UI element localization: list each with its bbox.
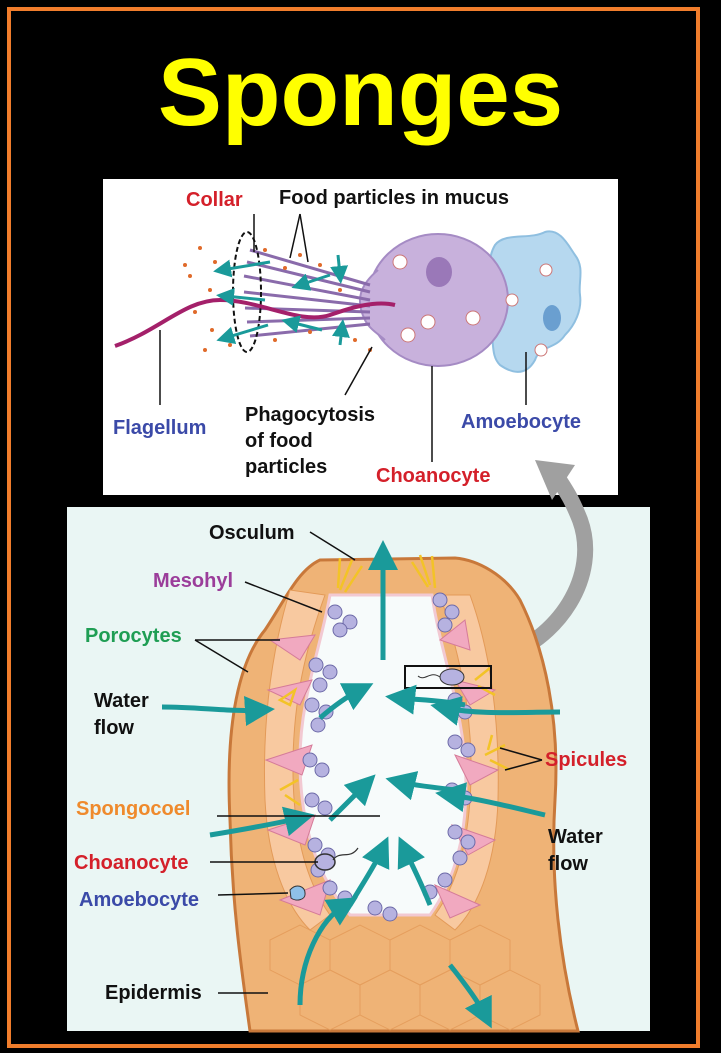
label-spongocoel: Spongocoel [76,798,191,820]
flagellum-shape [114,297,396,348]
amoebocyte-nucleus [543,305,561,331]
label-flagellum: Flagellum [113,417,207,439]
choanocyte-detail-drawing [114,213,582,462]
bottom-leader-lines [194,531,543,994]
label-porocytes: Porocytes [85,625,182,647]
food-flow-arrows [213,254,350,346]
label-epidermis: Epidermis [105,982,202,1004]
collar-outline [232,231,262,353]
label-collar: Collar [186,189,243,211]
label-choanocyte: Choanocyte [74,852,189,874]
label-choanocyte-detail: Choanocyte [376,465,491,487]
label-water-flow-right: Water flow [548,826,603,875]
orange-frame [7,7,700,1048]
water-flow-arrows [161,540,561,1029]
label-mesohyl: Mesohyl [153,570,234,592]
detail-highlight-box [404,665,492,689]
top-leader-lines [159,213,527,462]
sponge-body-drawing [161,531,580,1033]
food-particles [183,246,372,352]
label-spicules: Spicules [545,749,628,771]
choanocyte-cell-body [367,233,509,367]
label-water-flow-left: Water flow [94,690,149,739]
label-phagocytosis: Phagocytosis of food particles [245,404,376,478]
label-amoebocyte-detail: Amoebocyte [461,411,582,433]
page-title: Sponges [157,39,564,146]
label-food-particles: Food particles in mucus [279,187,510,209]
label-amoebocyte: Amoebocyte [79,889,200,911]
choanocyte-nucleus [426,257,452,287]
label-osculum: Osculum [209,522,295,544]
